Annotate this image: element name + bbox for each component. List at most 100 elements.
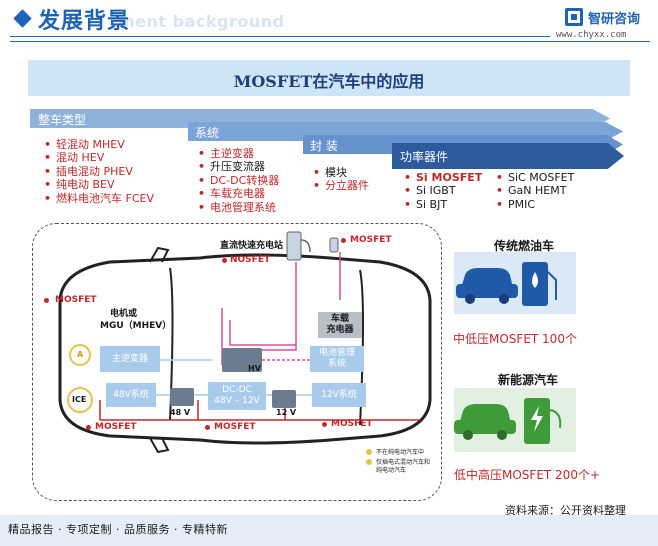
brand-name: 智研咨询 [588, 12, 641, 27]
mosfet-marker-dot [44, 298, 49, 303]
legend-yellow-dot [366, 449, 372, 455]
sys48-block: 48V系统 [106, 383, 156, 407]
list-item: PMIC [496, 198, 574, 212]
battery-48v-icon [170, 388, 194, 406]
list-item: 主逆变器 [198, 147, 279, 161]
mosfet-marker-dot [341, 238, 346, 243]
lv-wire-red [99, 400, 420, 421]
power-device-band [392, 143, 624, 169]
bms-label-2: 系统 [327, 359, 346, 369]
brand-logo-icon [565, 8, 583, 26]
dcdc-block: DC-DC 48V – 12V [208, 382, 266, 410]
list-item: 升压变流器 [198, 160, 279, 174]
legend-yellow-dot [366, 459, 372, 465]
list-item: Si MOSFET [404, 171, 482, 185]
battery-12v-icon [272, 390, 296, 408]
legend-line-2: 仅插电式混动汽车和 [376, 459, 431, 466]
fuel-vehicle-title: 传统燃油车 [494, 239, 555, 253]
charger-plug-icon [329, 237, 339, 253]
car-mirror-bottom [149, 437, 170, 454]
car-diagram-frame [32, 223, 442, 501]
footer-bar [0, 515, 658, 546]
charger-cable [300, 239, 311, 253]
vehicle-type-label: 整车类型 [38, 113, 87, 127]
list-item: 燃料电池汽车 FCEV [44, 192, 154, 206]
ice-icon [67, 387, 93, 413]
hv-wire-pink [221, 252, 341, 365]
nev-caption: 低中高压MOSFET 200个+ [454, 468, 601, 482]
power-device-list-left: Si MOSFET Si IGBT Si BJT [404, 171, 482, 212]
battery-12v-label: 12 V [276, 408, 297, 417]
list-item: Si BJT [404, 198, 482, 212]
mosfet-label-bottom-2: MOSFET [214, 422, 256, 432]
motor-a-text: A [77, 350, 84, 359]
bms-label-1: 电池管理 [318, 348, 355, 358]
motor-label-2: MGU（MHEV） [100, 321, 172, 331]
mosfet-label-charger: MOSFET [350, 235, 392, 245]
brand-url: www.chyxx.com [556, 30, 627, 40]
package-list: 模块 分立器件 [313, 166, 369, 193]
header-divider [10, 36, 550, 37]
dcdc-label: DC-DC [222, 385, 252, 395]
nosfet-label: NOSFET [230, 255, 271, 265]
onboard-charger-label-2: 充电器 [326, 325, 354, 335]
mosfet-label-bottom-3: MOSFET [331, 419, 373, 429]
onboard-charger-label-1: 车载 [330, 314, 349, 324]
car-body-outline [58, 253, 432, 445]
list-item: 电池管理系统 [198, 201, 279, 215]
nev-car-body [454, 420, 516, 434]
nev-title: 新能源汽车 [498, 373, 559, 387]
ev-bolt-icon [531, 406, 543, 432]
header-divider-long [10, 41, 650, 42]
diagram-title: MOSFET在汽车中的应用 [233, 72, 425, 91]
list-item: 车载充电器 [198, 187, 279, 201]
gas-pump-hose [547, 271, 557, 300]
motor-label-1: 电机或 [110, 309, 138, 319]
ice-label: ICE [72, 395, 87, 404]
car-mirror-top [149, 246, 170, 263]
list-item: DC-DC转换器 [198, 174, 279, 188]
list-item: 纯电动 BEV [44, 178, 154, 192]
vehicle-type-list: 轻混动 MHEV 混动 HEV 插电混动 PHEV 纯电动 BEV 燃料电池汽车… [44, 138, 154, 205]
legend-line-1: 不在纯电动汽车中 [376, 449, 425, 456]
ev-charger-cable [549, 409, 562, 429]
fuel-car-wheel [465, 294, 475, 304]
mosfet-marker-dot [222, 258, 227, 263]
legend-line-3: 纯电动汽车 [376, 467, 407, 474]
battery-hv-icon [222, 348, 262, 372]
package-label: 封 装 [310, 139, 338, 153]
fuel-car-wheel [499, 294, 509, 304]
list-item: 分立器件 [313, 179, 369, 193]
vehicle-type-column: 轻混动 MHEV 混动 HEV 插电混动 PHEV 纯电动 BEV 燃料电池汽车… [30, 128, 188, 216]
page-title: 发展背景 [38, 8, 131, 34]
motor-a-icon [69, 344, 91, 366]
bms-block: 电池管理 系统 [310, 346, 364, 372]
list-item: 轻混动 MHEV [44, 138, 154, 152]
gas-drop-icon [532, 272, 538, 288]
onboard-charger-block: 车载 充电器 [318, 312, 362, 338]
list-item: Si IGBT [404, 184, 482, 198]
fuel-car-body [456, 284, 518, 298]
power-device-list-right: SiC MOSFET GaN HEMT PMIC [496, 171, 574, 212]
battery-48v-label: 48 V [170, 408, 191, 417]
hv-label: HV [248, 364, 261, 373]
mosfet-label-bottom-1: MOSFET [95, 422, 137, 432]
sys12-block: 12V系统 [312, 383, 366, 407]
list-item: SiC MOSFET [496, 171, 574, 185]
system-column: 主逆变器 升压变流器 DC-DC转换器 车载充电器 电池管理系统 [188, 141, 303, 216]
package-column: 模块 分立器件 [303, 154, 392, 216]
nev-car-wheel [463, 430, 473, 440]
mosfet-label-left: MOSFET [55, 295, 97, 305]
power-device-label: 功率器件 [400, 150, 449, 164]
diagram-title-band: MOSFET在汽车中的应用 [28, 60, 630, 96]
system-label: 系统 [195, 126, 220, 140]
main-inverter-block: 主逆变器 [100, 346, 160, 372]
dc-charger-label: 直流快速充电站 [220, 241, 284, 251]
mosfet-marker-dot [322, 422, 327, 427]
source-note: 资料来源：公开资料整理 [505, 504, 626, 517]
list-item: 模块 [313, 166, 369, 180]
list-item: GaN HEMT [496, 184, 574, 198]
nev-car-wheel [497, 430, 507, 440]
header-ghost-text: ment background [118, 12, 285, 31]
